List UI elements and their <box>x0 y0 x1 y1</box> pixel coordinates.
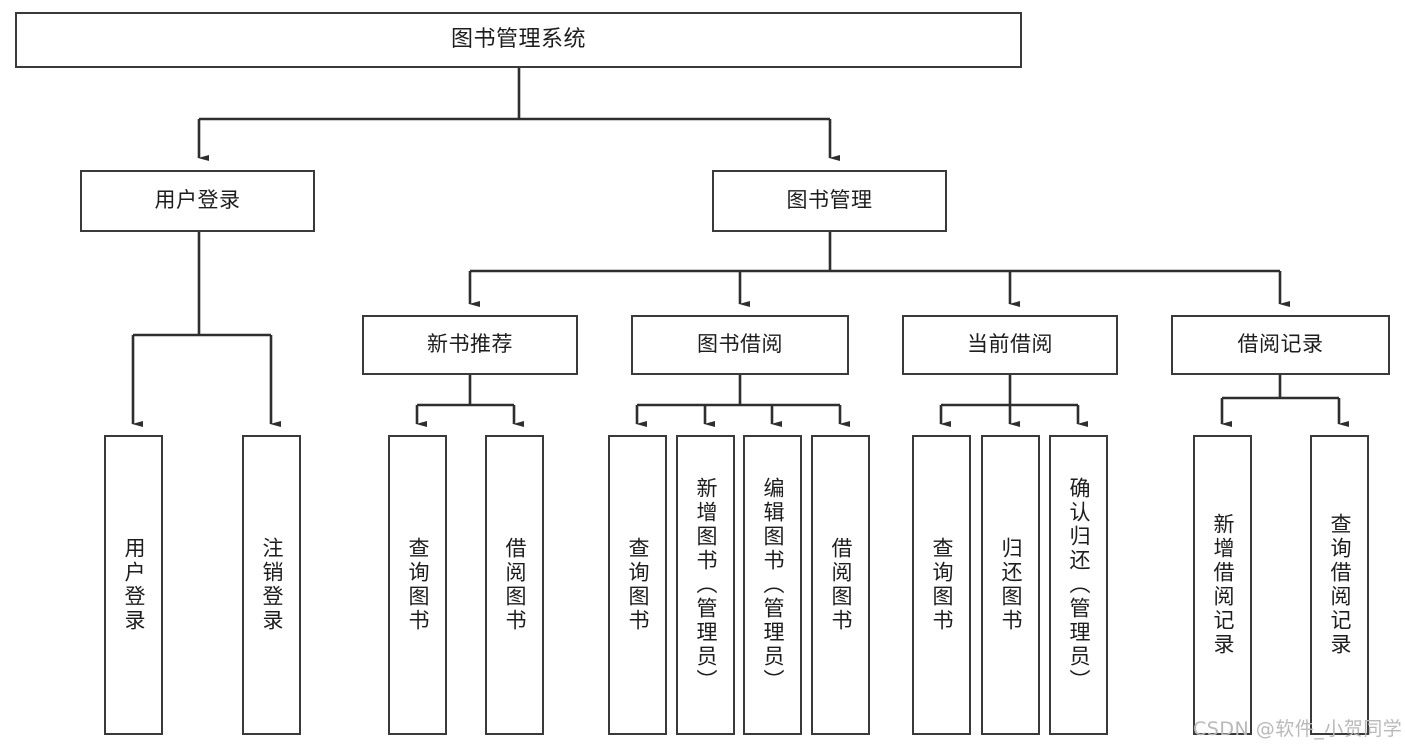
node-leaf-user-login[interactable]: 用户登录 <box>104 435 163 735</box>
node-label: 当前借阅 <box>967 332 1053 357</box>
node-leaf-add-book[interactable]: 新增图书（管理员） <box>676 435 735 735</box>
node-leaf-borrow-book-1[interactable]: 借阅图书 <box>485 435 544 735</box>
node-label: 查询借阅记录 <box>1328 513 1352 657</box>
node-label: 归还图书 <box>999 537 1023 633</box>
node-borrow-record[interactable]: 借阅记录 <box>1171 315 1390 375</box>
node-label: 编辑图书（管理员） <box>761 477 785 693</box>
node-leaf-query-record[interactable]: 查询借阅记录 <box>1310 435 1369 735</box>
node-label: 新增借阅记录 <box>1211 513 1235 657</box>
node-leaf-borrow-book-2[interactable]: 借阅图书 <box>811 435 870 735</box>
node-label: 新书推荐 <box>427 332 513 357</box>
node-label: 注销登录 <box>260 537 284 633</box>
node-leaf-query-book-3[interactable]: 查询图书 <box>912 435 971 735</box>
node-root-title[interactable]: 图书管理系统 <box>15 12 1022 68</box>
node-label: 新增图书（管理员） <box>694 477 718 693</box>
node-leaf-query-book-2[interactable]: 查询图书 <box>608 435 667 735</box>
node-label: 借阅图书 <box>503 537 527 633</box>
node-leaf-return-book[interactable]: 归还图书 <box>981 435 1040 735</box>
node-label: 用户登录 <box>154 188 241 213</box>
node-user-login[interactable]: 用户登录 <box>80 170 315 232</box>
node-label: 用户登录 <box>122 537 146 633</box>
csdn-watermark: CSDN @软件_小贺同学 <box>1193 718 1403 740</box>
node-label: 借阅图书 <box>829 537 853 633</box>
node-leaf-add-record[interactable]: 新增借阅记录 <box>1193 435 1252 735</box>
node-label: 图书借阅 <box>697 332 783 357</box>
node-label: 借阅记录 <box>1237 332 1324 357</box>
node-label: 确认归还（管理员） <box>1067 477 1091 693</box>
node-label: 查询图书 <box>626 537 650 633</box>
node-current-borrow[interactable]: 当前借阅 <box>902 315 1118 375</box>
node-label: 图书管理系统 <box>450 26 586 52</box>
node-book-borrow[interactable]: 图书借阅 <box>631 315 849 375</box>
node-new-book-recommend[interactable]: 新书推荐 <box>362 315 578 375</box>
node-leaf-confirm-return[interactable]: 确认归还（管理员） <box>1049 435 1108 735</box>
node-leaf-logout-login[interactable]: 注销登录 <box>242 435 301 735</box>
node-leaf-edit-book[interactable]: 编辑图书（管理员） <box>743 435 802 735</box>
node-book-management[interactable]: 图书管理 <box>712 170 947 232</box>
node-label: 图书管理 <box>786 188 873 213</box>
node-label: 查询图书 <box>930 537 954 633</box>
node-leaf-query-book-1[interactable]: 查询图书 <box>388 435 447 735</box>
node-label: 查询图书 <box>406 537 430 633</box>
